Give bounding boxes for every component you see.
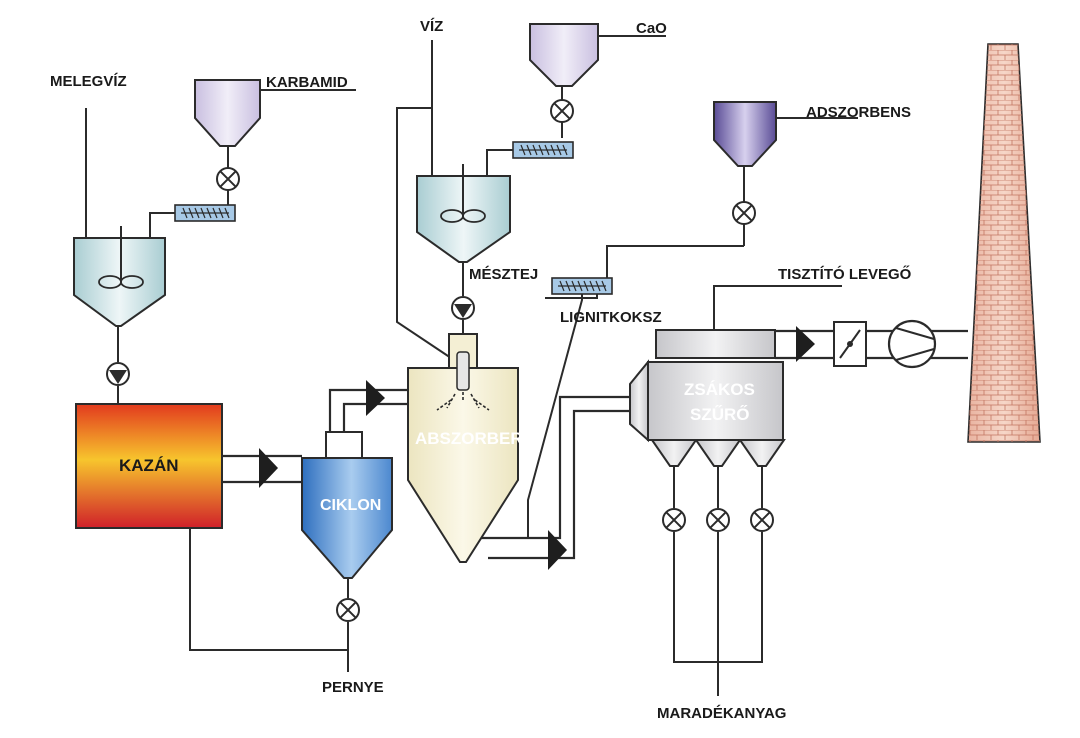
karbamid-valve (216, 167, 240, 191)
absorber (407, 333, 519, 563)
chimney (967, 43, 1041, 443)
cao-valve (550, 99, 574, 123)
label-melegviz: MELEGVÍZ (50, 73, 127, 90)
pernye-valve (336, 598, 360, 622)
label-szuro: SZŰRŐ (690, 405, 750, 424)
fan (887, 319, 937, 369)
label-adszorbens: ADSZORBENS (806, 104, 911, 121)
adszorbens-hopper (713, 101, 858, 167)
mesztej-mixing-tank (416, 164, 511, 263)
residue-valve-1 (662, 508, 686, 532)
residue-valve-2 (706, 508, 730, 532)
melegviz-pump (106, 362, 130, 386)
flow-arrow-absorber-outlet (548, 530, 567, 570)
adszorbens-valve (732, 201, 756, 225)
label-viz: VÍZ (420, 18, 443, 35)
lignitkoksz-screw-feeder (551, 277, 613, 295)
karbamid-screw-feeder (174, 204, 236, 222)
cyclone (301, 431, 393, 579)
label-zsakos: ZSÁKOS (684, 380, 755, 399)
karbamid-hopper (194, 79, 356, 147)
label-tisztito-levego: TISZTÍTÓ LEVEGŐ (778, 265, 912, 283)
flow-arrow-filter-outlet (796, 326, 815, 362)
residue-valve-3 (750, 508, 774, 532)
melegviz-mixing-tank (73, 226, 166, 327)
label-kazan: KAZÁN (119, 456, 179, 475)
label-cao: CaO (636, 20, 667, 37)
flow-arrow-boiler (259, 448, 278, 488)
label-mesztej: MÉSZTEJ (469, 266, 538, 283)
cao-hopper (529, 23, 666, 87)
label-lignitkoksz: LIGNITKOKSZ (560, 309, 662, 326)
label-pernye: PERNYE (322, 679, 384, 696)
label-karbamid: KARBAMID (266, 74, 348, 91)
label-abszorber: ABSZORBER (415, 429, 523, 448)
boiler (75, 403, 223, 529)
cao-screw-feeder (512, 141, 574, 159)
mesztej-pump (451, 296, 475, 320)
label-ciklon: CIKLON (320, 497, 381, 514)
damper (833, 321, 867, 367)
label-maradekanyag: MARADÉKANYAG (657, 705, 786, 722)
flow-arrow-cyclone (366, 380, 385, 416)
bag-filter (629, 329, 786, 467)
